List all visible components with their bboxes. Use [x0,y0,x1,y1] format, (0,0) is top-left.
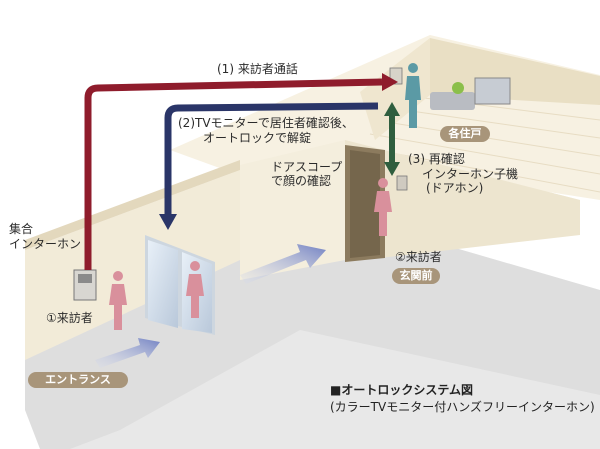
step1-label: (1) 来訪者通話 [217,62,298,76]
door-phone [396,175,408,191]
visitor-figure-glass [186,261,204,318]
visitor-figure-entrance [109,271,127,330]
arrow-unlock-head [159,214,177,230]
left-wall-top [25,160,240,250]
door-scope-label-line1: ドアスコープ [271,160,343,174]
unit-wall-back [430,38,600,105]
arrow-unlock [164,102,379,214]
step3-label-line3: (ドアホン) [426,181,484,195]
visitor-door-label: ②来訪者 [395,250,442,264]
intercom-label-line2: インターホン [9,237,82,251]
ground-arrow-1 [95,338,160,368]
floor-shade [70,330,600,449]
unit-plant [452,82,464,94]
step3-label-line2: インターホン子機 [422,167,519,181]
unit-door-inner [350,150,380,258]
unit-sofa [430,92,475,110]
front-door-badge: 玄関前 [392,268,440,284]
left-wall [25,170,240,360]
front-wall-shade [345,140,580,262]
step2-label-line2: オートロックで解錠 [203,131,312,145]
caption-subtitle: (カラーTVモニター付ハンズフリーインターホン) [330,400,595,414]
unit-tv [474,77,511,105]
visitor-figure-door [374,178,392,236]
ground-arrow-2 [240,244,326,284]
door-scope-label-line2: で顔の確認 [271,174,332,188]
step2-label-line1: (2)TVモニターで居住者確認後、 [178,116,354,130]
arrow-visitor-call-head [382,73,398,91]
entrance-badge: エントランス [28,372,128,388]
arrow-visitor-call [84,78,383,270]
glass-door-left [148,240,178,328]
unit-badge: 各住戸 [440,126,490,142]
step3-label-line1: (3) 再確認 [408,152,465,166]
caption-title: ■オートロックシステム図 [330,383,473,397]
intercom-label-line1: 集合 [9,222,34,236]
visitor-entrance-label: ①来訪者 [46,311,93,325]
resident-figure [405,63,421,128]
